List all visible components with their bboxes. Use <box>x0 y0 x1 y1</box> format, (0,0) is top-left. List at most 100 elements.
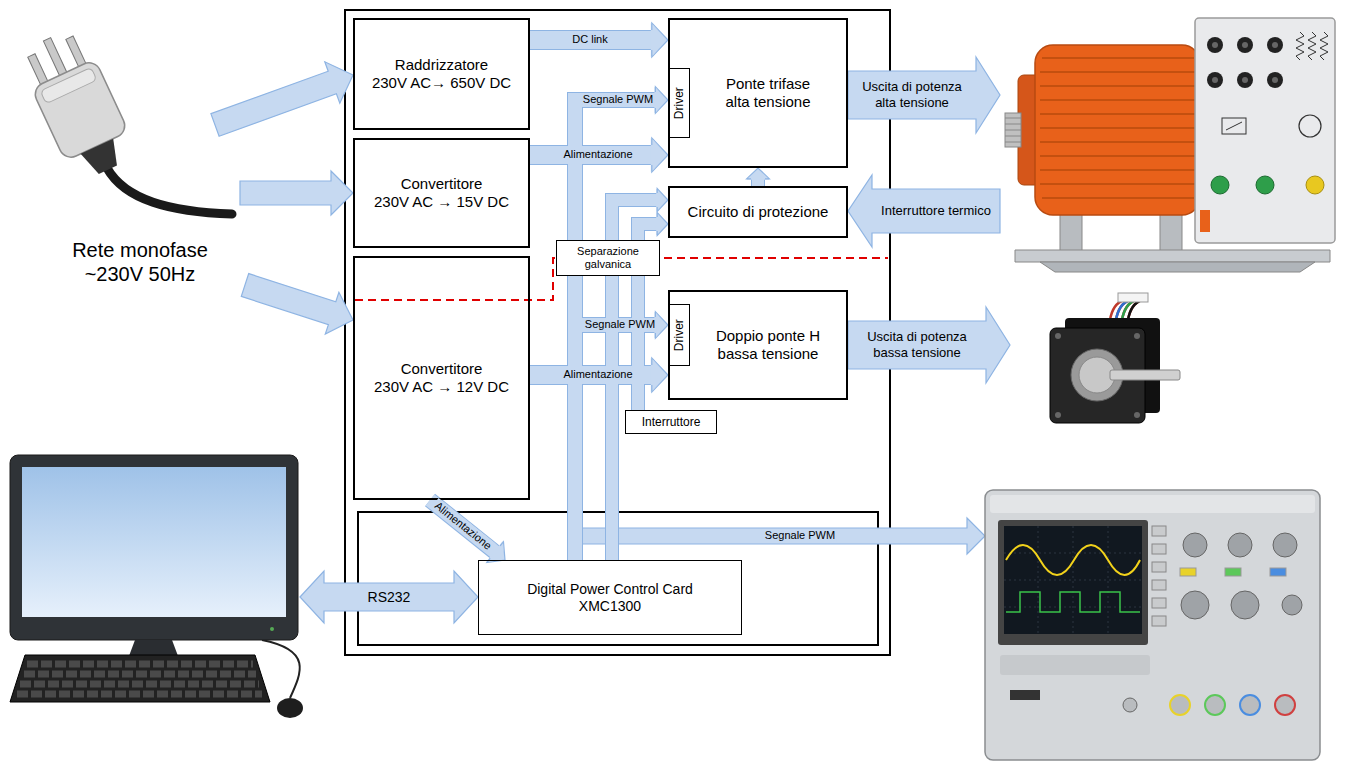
stepper-motor-illustration <box>1134 412 1140 418</box>
converter-box: Raddrizzatore230V AC→ 650V DC <box>353 18 530 130</box>
oscilloscope-illustration <box>1010 690 1040 700</box>
power-arrow <box>300 571 478 623</box>
oscilloscope-illustration <box>1006 545 1140 575</box>
motor-illustration <box>1212 77 1218 83</box>
box-label: Separazione galvanica <box>563 245 653 271</box>
motor-illustration <box>1195 18 1335 243</box>
arrow-label: Uscita di potenza alta tensione <box>850 79 974 110</box>
connector-label: Segnale PWM <box>581 93 655 106</box>
power-arrow <box>848 307 1010 383</box>
stepper-motor-illustration <box>1118 293 1148 302</box>
power-connector <box>530 366 652 384</box>
motor-illustration <box>1267 72 1283 88</box>
arrow-label: Uscita di potenza bassa tensione <box>851 329 983 360</box>
box-label: 230V AC→ 650V DC <box>372 74 511 92</box>
box-label: 230V AC → 12V DC <box>374 378 509 396</box>
computer-illustration <box>17 664 262 694</box>
power-connector <box>530 31 652 49</box>
oscilloscope-illustration <box>1152 562 1166 572</box>
computer-illustration <box>277 698 303 718</box>
motor-illustration <box>1207 37 1223 53</box>
protection-box: Circuito di protezione <box>668 186 848 238</box>
housing-outline <box>345 10 890 655</box>
bridge-box: Doppio ponte H bassa tensioneDriver <box>668 290 848 400</box>
connector-outline-group <box>430 40 758 560</box>
computer-illustration <box>10 655 270 702</box>
control-card-box: Digital Power Control Card XMC1300 <box>478 560 742 635</box>
box-label: Convertitore <box>401 175 483 193</box>
motor-illustration <box>1237 72 1253 88</box>
motor-illustration <box>1160 212 1182 252</box>
stepper-motor-illustration <box>1134 333 1140 339</box>
motor-illustration <box>1272 42 1278 48</box>
stepper-motor-illustration <box>1050 293 1180 423</box>
oscilloscope-illustration <box>1000 655 1150 675</box>
power-arrow <box>241 274 353 335</box>
oscilloscope-illustration <box>1152 580 1166 590</box>
oscilloscope-illustration <box>1152 598 1166 608</box>
driver-label: Driver <box>672 87 686 119</box>
box-label: Digital Power Control Card XMC1300 <box>515 581 705 615</box>
oscilloscope-illustration <box>990 495 1315 513</box>
stepper-motor-illustration <box>1055 412 1061 418</box>
housing-outline <box>345 10 890 655</box>
motor-illustration <box>1200 210 1210 232</box>
oscilloscope-illustration <box>1231 591 1259 619</box>
motor-illustration <box>1222 118 1246 134</box>
motor-illustration <box>1272 77 1278 83</box>
oscilloscope-illustration <box>1270 568 1286 576</box>
oscilloscope-illustration <box>1225 568 1241 576</box>
computer-illustration <box>10 455 303 718</box>
motor-illustration <box>1015 250 1330 262</box>
interface-label: RS232 <box>368 589 411 606</box>
computer-illustration <box>10 455 298 640</box>
connector-label: Alimentazione <box>561 368 634 381</box>
motor-illustration <box>1256 176 1274 194</box>
oscilloscope-illustration <box>1275 695 1295 715</box>
box-label: Ponte trifase alta tensione <box>716 75 821 111</box>
power-connector <box>752 179 764 186</box>
power-arrow <box>211 57 1010 623</box>
oscilloscope-illustration <box>1228 533 1252 557</box>
power-arrow <box>240 171 353 215</box>
box-label: Circuito di protezione <box>688 203 829 221</box>
stepper-motor-illustration <box>1128 300 1142 320</box>
motor-illustration <box>1060 212 1082 252</box>
connector-outline <box>751 179 765 186</box>
stepper-motor-illustration <box>1055 333 1061 339</box>
driver-box: Driver <box>668 68 690 138</box>
oscilloscope-illustration <box>1183 533 1207 557</box>
connector-label: Segnale PWM <box>583 318 657 331</box>
computer-illustration <box>129 640 178 656</box>
oscilloscope-illustration <box>1004 526 1142 634</box>
connector-group <box>430 40 758 560</box>
oscilloscope-illustration <box>1181 591 1209 619</box>
plug-illustration <box>15 25 232 214</box>
power-connector <box>530 146 652 164</box>
computer-illustration <box>262 640 300 698</box>
isolation-box: Separazione galvanica <box>556 240 660 276</box>
motor-illustration <box>1207 72 1223 88</box>
plug-illustration <box>15 25 139 185</box>
converter-box: Convertitore230V AC → 15V DC <box>353 138 530 248</box>
oscilloscope-illustration <box>1123 698 1137 712</box>
power-arrow <box>211 62 353 137</box>
oscilloscope-illustration <box>1170 695 1190 715</box>
connector-outline <box>530 145 652 165</box>
signal-label: Segnale PWM <box>763 529 837 542</box>
oscilloscope-illustration <box>1273 533 1297 557</box>
motor-illustration <box>1296 32 1328 60</box>
converter-box: Convertitore230V AC → 12V DC <box>353 256 530 500</box>
computer-illustration <box>22 467 286 617</box>
plug-illustration <box>107 168 232 214</box>
oscilloscope-illustration <box>1180 568 1196 576</box>
oscilloscope-illustration <box>985 490 1320 760</box>
oscilloscope-illustration <box>1152 616 1166 626</box>
motor-illustration <box>1242 42 1248 48</box>
plug-illustration <box>43 38 67 78</box>
motor-illustration <box>1299 115 1321 137</box>
motor-illustration <box>1005 113 1021 147</box>
oscilloscope-illustration <box>1152 544 1166 554</box>
motor-illustration <box>1306 176 1324 194</box>
